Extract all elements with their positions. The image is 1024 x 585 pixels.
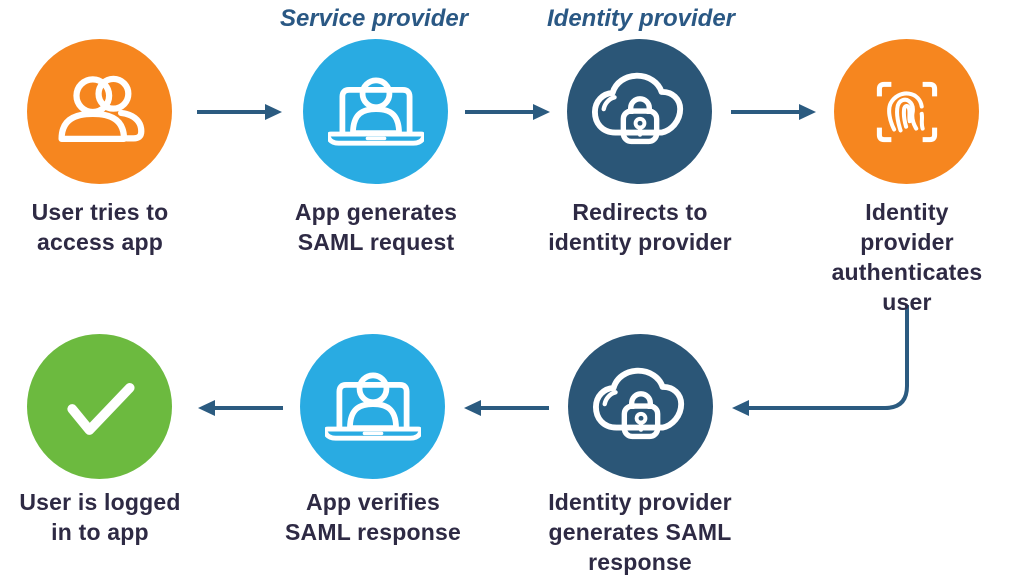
step-circle-saml-request	[303, 39, 448, 184]
identity-provider-title: Identity provider	[546, 5, 736, 32]
check-icon	[66, 382, 135, 435]
arrow-step5-to-step6	[464, 400, 549, 416]
cloud-lock-icon	[591, 72, 683, 144]
step-label-verify: App verifies SAML response	[285, 489, 461, 545]
step-circle-authenticate	[834, 39, 979, 184]
service-provider-title: Service provider	[279, 5, 469, 32]
step-label-user-access: User tries to access app	[31, 199, 169, 255]
arrow-step1-to-step2	[197, 104, 282, 120]
step-label-authenticate: Identity provider authenticates user	[831, 199, 983, 315]
arrow-step3-to-step4	[731, 104, 816, 120]
laptop-user-icon	[324, 371, 421, 441]
fingerprint-scan-icon	[876, 81, 937, 142]
step-circle-redirect	[567, 39, 712, 184]
arrow-step6-to-step7	[198, 400, 283, 416]
step-label-logged-in: User is logged in to app	[19, 489, 181, 545]
users-icon	[57, 75, 144, 142]
step-circle-user-access	[27, 39, 172, 184]
step-circle-logged-in	[27, 334, 172, 479]
arrow-step4-to-step5-curved	[732, 305, 909, 416]
laptop-user-icon	[327, 76, 424, 146]
step-label-saml-request: App generates SAML request	[294, 199, 458, 255]
cloud-lock-icon	[592, 367, 684, 439]
arrow-step2-to-step3	[465, 104, 550, 120]
step-circle-verify	[300, 334, 445, 479]
step-label-saml-response: Identity provider generates SAML respons…	[548, 489, 732, 575]
step-circle-saml-response	[568, 334, 713, 479]
step-label-redirect: Redirects to identity provider	[548, 199, 732, 255]
